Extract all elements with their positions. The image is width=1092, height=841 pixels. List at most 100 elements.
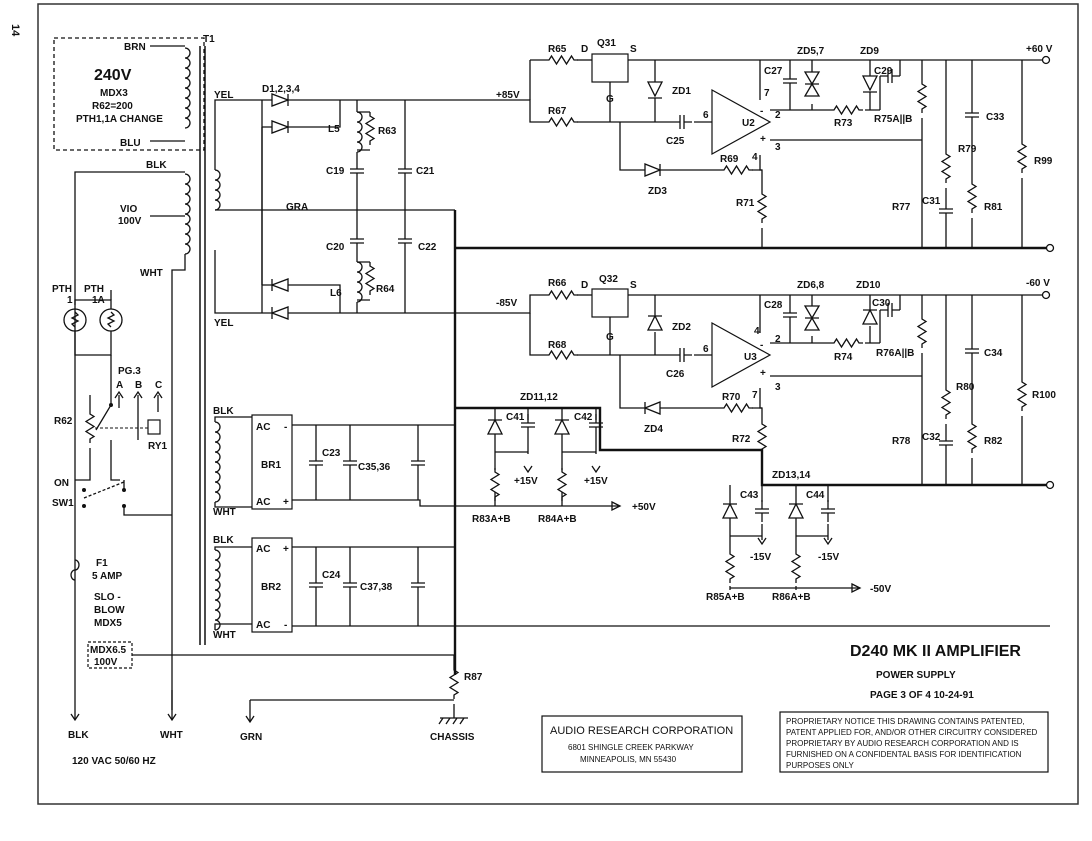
c32-label: C32 xyxy=(922,432,941,443)
r76-label: R76A||B xyxy=(876,348,914,359)
r63-label: R63 xyxy=(378,126,397,137)
grn-label: GRN xyxy=(240,732,262,743)
vio-voltage: 100V xyxy=(118,216,142,227)
br2-bridge xyxy=(251,537,293,633)
svg-text:+: + xyxy=(760,368,766,379)
r68-resistor xyxy=(544,350,579,360)
r99-resistor xyxy=(1017,139,1027,174)
c43-label: C43 xyxy=(740,490,759,501)
primary-blk-label: BLK xyxy=(146,160,167,171)
br2-blk-label: BLK xyxy=(213,535,234,546)
r71-resistor xyxy=(757,189,767,224)
u3-pin7: 7 xyxy=(752,390,758,401)
c25-capacitor xyxy=(671,114,693,130)
mains-wht-label: WHT xyxy=(160,730,183,741)
r78-label: R78 xyxy=(892,436,911,447)
r72-label: R72 xyxy=(732,434,751,445)
r66-resistor xyxy=(544,290,579,300)
q31-mosfet xyxy=(591,53,629,83)
c35-capacitor xyxy=(342,451,358,475)
zd12-zener xyxy=(553,418,571,435)
r79-resistor xyxy=(941,149,951,184)
r100-resistor xyxy=(1017,377,1027,412)
zd1112-label: ZD11,12 xyxy=(520,392,558,403)
u3-pin2: 2 xyxy=(775,334,781,345)
c31-label: C31 xyxy=(922,196,941,207)
br1-blk-label: BLK xyxy=(213,406,234,417)
r72-resistor xyxy=(757,419,767,454)
neg15b-label: -15V xyxy=(818,552,839,563)
q31-label: Q31 xyxy=(597,38,616,49)
neg85-label: -85V xyxy=(496,298,517,309)
q32-s: S xyxy=(630,280,637,291)
c33-label: C33 xyxy=(986,112,1005,123)
primary-wht-label: WHT xyxy=(140,268,163,279)
proprietary-notice-box xyxy=(779,711,1049,773)
r64-resistor xyxy=(365,261,375,296)
r64-label: R64 xyxy=(376,284,395,295)
r66-label: R66 xyxy=(548,278,567,289)
f1-label: F1 xyxy=(96,558,108,569)
c19-label: C19 xyxy=(326,166,345,177)
neg60-label: -60 V xyxy=(1026,278,1050,289)
l5-label: L5 xyxy=(328,124,340,135)
r75-label: R75A||B xyxy=(874,114,912,125)
c41-label: C41 xyxy=(506,412,525,423)
company-name: AUDIO RESEARCH CORPORATION xyxy=(550,725,733,737)
zd3-label: ZD3 xyxy=(648,186,667,197)
d1234-label: D1,2,3,4 xyxy=(262,84,300,95)
chassis-ground-icon xyxy=(438,717,468,725)
u2-pin7: 7 xyxy=(764,88,770,99)
blow-label: BLOW xyxy=(94,605,125,616)
u2-pin2: 2 xyxy=(775,110,781,121)
c42-label: C42 xyxy=(574,412,593,423)
notice-line-4: FURNISHED ON A CONFIDENTAL BASIS FOR IDE… xyxy=(786,750,1022,759)
r85-label: R85A+B xyxy=(706,592,745,603)
br1-ac-bottom: AC xyxy=(256,497,270,508)
c3536-label: C35,36 xyxy=(358,462,391,473)
c24-capacitor xyxy=(308,573,324,597)
r87-label: R87 xyxy=(464,672,483,683)
br1-secondary-winding xyxy=(214,421,221,463)
c36-capacitor xyxy=(410,451,426,475)
pth1a-label: PTH xyxy=(84,284,104,295)
u3-pin6: 6 xyxy=(703,344,709,355)
pos60-label: +60 V xyxy=(1026,44,1053,55)
diode-d3-d4 xyxy=(270,278,289,320)
on-label: ON xyxy=(54,478,69,489)
pth1-label: PTH xyxy=(52,284,72,295)
c34-capacitor xyxy=(964,339,980,363)
r82-resistor xyxy=(967,419,977,454)
mdx5-label: MDX5 xyxy=(94,618,122,629)
c20-label: C20 xyxy=(326,242,345,253)
notice-line-5: PURPOSES ONLY xyxy=(786,761,855,770)
c38-capacitor xyxy=(410,573,426,597)
title-page: PAGE 3 OF 4 10-24-91 xyxy=(870,690,974,701)
c23-label: C23 xyxy=(322,448,341,459)
mdx65-label: MDX6.5 xyxy=(90,645,127,656)
r65-resistor xyxy=(544,55,579,65)
variant-240v-box xyxy=(53,37,205,151)
variant-voltage: 240V xyxy=(94,67,132,84)
u2-label: U2 xyxy=(742,118,755,129)
br1-ac-top: AC xyxy=(256,422,270,433)
q32-mosfet xyxy=(591,288,629,318)
r100-label: R100 xyxy=(1032,390,1056,401)
pos15a-label: +15V xyxy=(514,476,538,487)
r77-label: R77 xyxy=(892,202,911,213)
c34-label: C34 xyxy=(984,348,1003,359)
br2-secondary-winding xyxy=(214,549,221,591)
r99-label: R99 xyxy=(1034,156,1053,167)
u2-pin3: 3 xyxy=(775,142,781,153)
q31-s: S xyxy=(630,44,637,55)
zd2-label: ZD2 xyxy=(672,322,691,333)
r68-label: R68 xyxy=(548,340,567,351)
pos50-label: +50V xyxy=(632,502,656,513)
r70-resistor xyxy=(719,403,754,413)
br1-wht-label: WHT xyxy=(213,507,236,518)
svg-text:-: - xyxy=(284,422,287,433)
c23-capacitor xyxy=(308,451,324,475)
svg-text:-: - xyxy=(284,620,287,631)
c29-label: C29 xyxy=(874,66,893,77)
